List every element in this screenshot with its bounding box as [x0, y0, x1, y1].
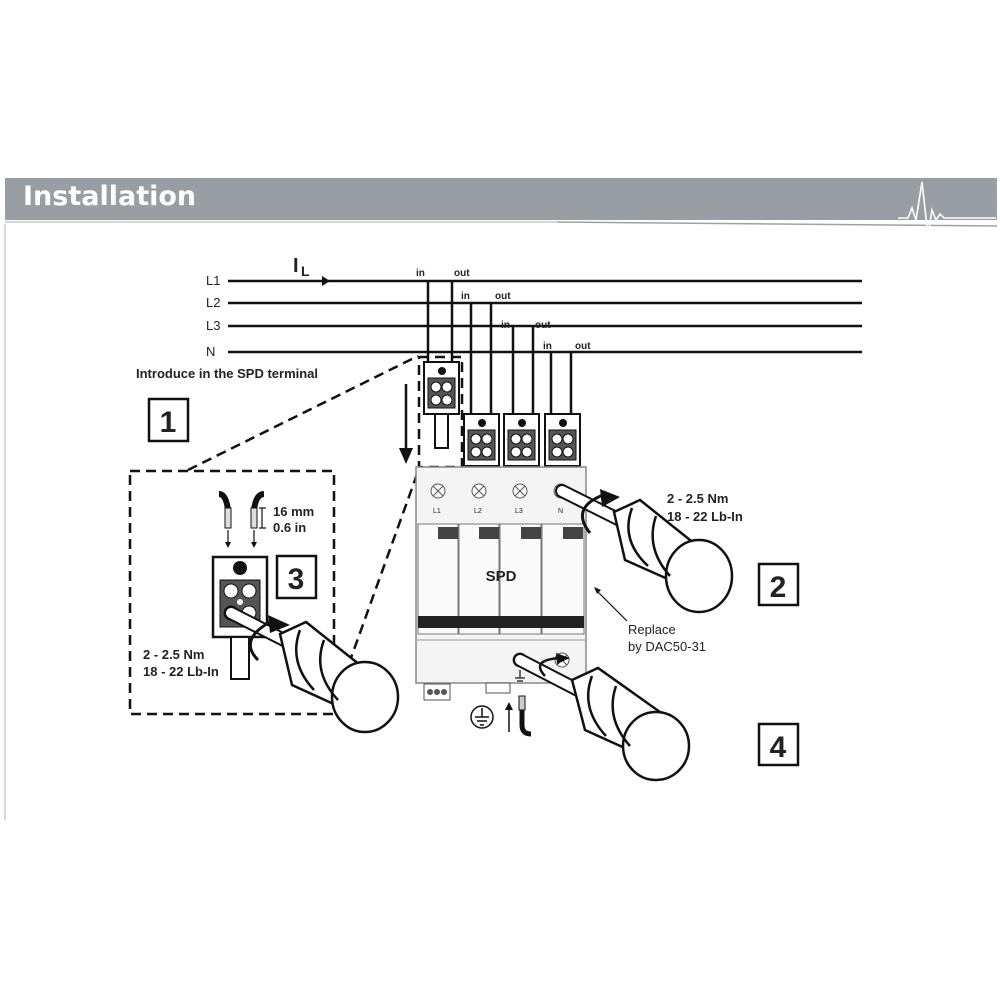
supply-lines: [228, 279, 862, 354]
step-3-number: 3: [288, 563, 305, 596]
step-4-box: [757, 722, 800, 767]
replace-line2: by DAC50-31: [628, 639, 706, 654]
header-underline-right: [556, 221, 998, 227]
in-label-n: in: [543, 341, 552, 352]
torque-nm-step2: 2 - 2.5 Nm: [667, 491, 728, 506]
introduce-instruction: Introduce in the SPD terminal: [136, 366, 318, 381]
module-label-n: N: [558, 508, 563, 515]
screwdriver-4-icon: [513, 653, 691, 782]
ground-symbol-small-icon: [515, 670, 525, 682]
torque-lbin-step3: 18 - 22 Lb-In: [143, 664, 219, 679]
pointer-arrow-icon: [594, 587, 601, 594]
replace-pointer: [595, 589, 628, 622]
strip-length-mm: 16 mm: [273, 504, 314, 519]
out-label-l1: out: [454, 268, 470, 279]
ground-wire: [505, 695, 532, 737]
line-label-n: N: [206, 344, 215, 359]
step-1-box: [147, 397, 190, 443]
spd-label: SPD: [486, 568, 517, 585]
wire-drops: [426, 281, 573, 415]
spd-device: [415, 466, 587, 701]
in-label-l3: in: [501, 320, 510, 331]
current-arrow-icon: [322, 276, 330, 286]
module-label-l2: L2: [474, 508, 482, 515]
line-label-l2: L2: [206, 295, 220, 310]
header-bar: Installation: [5, 178, 997, 220]
screwdriver-2-icon: [555, 484, 734, 614]
ground-symbol-icon: [470, 705, 494, 729]
screwdriver-3-icon: [224, 606, 400, 734]
down-arrow-icon: [399, 448, 413, 464]
module-label-l1: L1: [433, 508, 441, 515]
strip-length-in: 0.6 in: [273, 520, 306, 535]
terminal-block-l3: [503, 413, 540, 467]
heartbeat-icon: [898, 181, 996, 237]
step-3-box: [275, 554, 318, 600]
current-label: I: [293, 255, 299, 277]
line-label-l1: L1: [206, 273, 220, 288]
out-label-l2: out: [495, 291, 511, 302]
current-subscript: L: [301, 263, 310, 279]
zoom-lines: [128, 354, 464, 716]
line-label-l3: L3: [206, 318, 220, 333]
replace-line1: Replace: [628, 622, 676, 637]
out-label-n: out: [575, 341, 591, 352]
terminal-block-l1: [423, 361, 460, 449]
torque-lbin-step2: 18 - 22 Lb-In: [667, 509, 743, 524]
page-title: Installation: [23, 181, 197, 212]
step-4-number: 4: [770, 731, 787, 764]
in-label-l2: in: [461, 291, 470, 302]
stripped-wires-icon: [218, 491, 266, 548]
terminal-block-n: [544, 413, 581, 467]
step-2-number: 2: [770, 571, 787, 604]
out-label-l3: out: [535, 320, 551, 331]
step-2-box: [757, 562, 800, 607]
torque-nm-step3: 2 - 2.5 Nm: [143, 647, 204, 662]
module-label-l3: L3: [515, 508, 523, 515]
terminal-block-l2: [463, 413, 500, 467]
step-1-number: 1: [160, 406, 177, 439]
in-label-l1: in: [416, 268, 425, 279]
